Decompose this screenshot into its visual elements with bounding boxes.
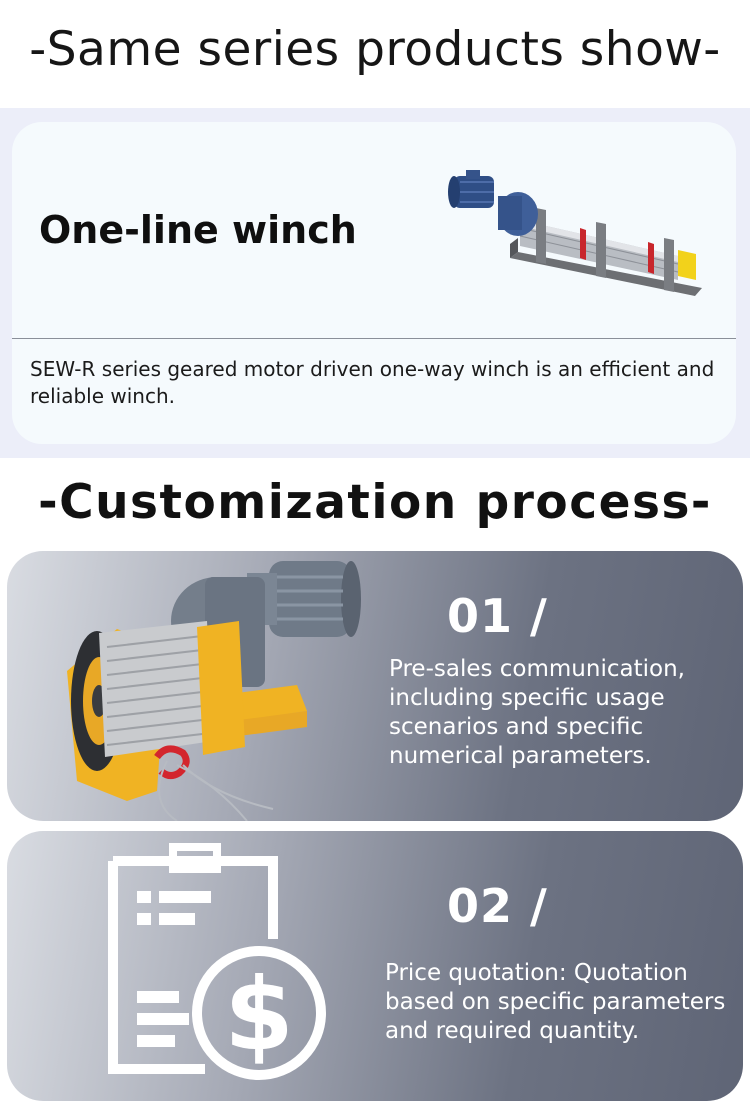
winch-product-image (67, 561, 361, 821)
quotation-clipboard-dollar-icon: $ (108, 843, 326, 1080)
product-card-one-line-winch[interactable]: One-line winch SEW-R series geared motor… (12, 122, 736, 444)
step-number: 01 / (447, 589, 548, 643)
one-line-winch-image (448, 170, 702, 296)
process-section-heading: -Customization process- (38, 475, 712, 530)
process-step-01[interactable]: 01 / Pre-sales communication, including … (7, 551, 743, 821)
product-title: One-line winch (39, 208, 357, 252)
step-description: Price quotation: Quotation based on spec… (385, 960, 726, 1044)
step-description: Pre-sales communication, including speci… (389, 656, 685, 769)
product-card-divider (12, 338, 736, 339)
products-section-heading: -Same series products show- (29, 22, 721, 77)
product-description: SEW-R series geared motor driven one-way… (30, 357, 715, 408)
step-number: 02 / (447, 879, 548, 933)
dollar-icon: $ (224, 956, 294, 1073)
process-step-02[interactable]: $ 02 / Price quotation: Quotation based … (7, 831, 743, 1101)
